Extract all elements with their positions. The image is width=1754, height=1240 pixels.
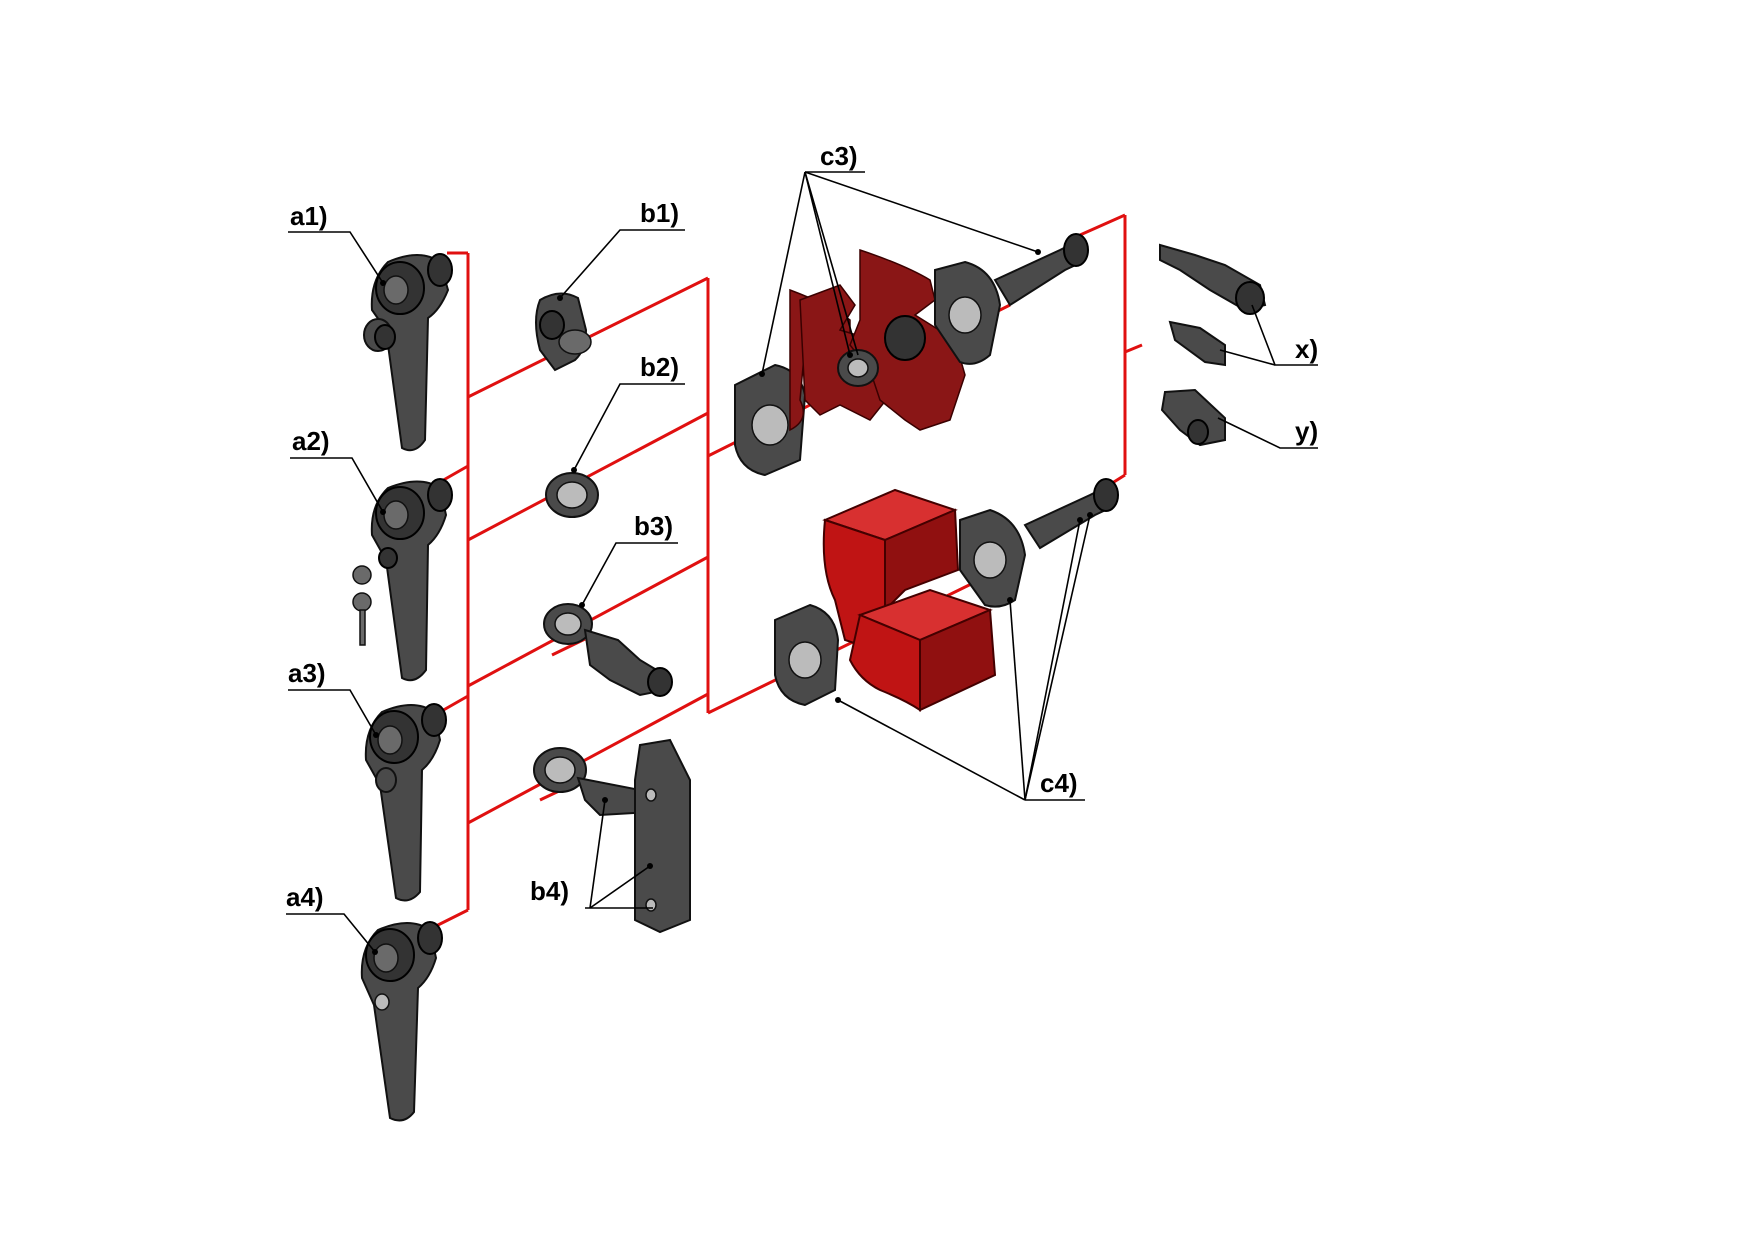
label-a4: a4) xyxy=(286,882,324,912)
part-y xyxy=(1160,388,1226,447)
label-a1: a1) xyxy=(290,201,328,231)
label-b2: b2) xyxy=(640,352,679,382)
parts-x xyxy=(1159,243,1267,367)
label-b4: b4) xyxy=(530,876,569,906)
handle-a2 xyxy=(352,478,453,682)
leader-lines xyxy=(286,171,1318,955)
part-b1 xyxy=(535,292,592,372)
part-b3 xyxy=(543,603,673,697)
label-b3: b3) xyxy=(634,511,673,541)
key-icon xyxy=(352,565,372,646)
part-b2 xyxy=(545,472,599,518)
label-b1: b1) xyxy=(640,198,679,228)
label-a2: a2) xyxy=(292,426,330,456)
label-c3: c3) xyxy=(820,141,858,171)
label-c4: c4) xyxy=(1040,768,1078,798)
assembly-c4 xyxy=(774,478,1119,712)
handle-a1 xyxy=(363,253,453,452)
assembly-c3 xyxy=(734,233,1089,477)
handle-a4 xyxy=(360,921,443,1122)
label-a3: a3) xyxy=(288,658,326,688)
handle-a3 xyxy=(364,703,447,902)
label-x: x) xyxy=(1295,334,1318,364)
label-y: y) xyxy=(1295,416,1318,446)
labels: a1) a2) a3) a4) b1) b2) b3) b4) c3) c4) … xyxy=(286,141,1318,912)
